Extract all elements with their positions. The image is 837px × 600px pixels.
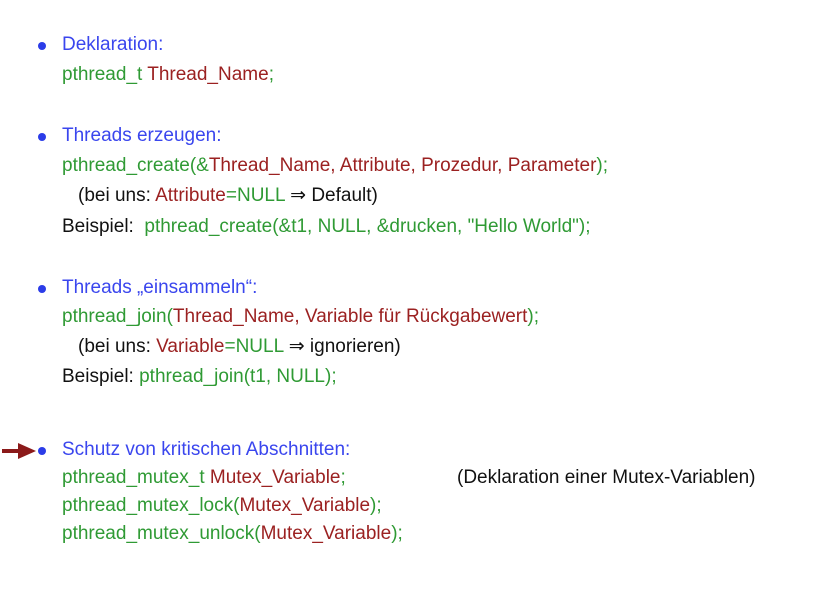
code: ;: [340, 467, 346, 488]
example-line: Beispiel: pthread_create(&t1, NULL, &dru…: [62, 216, 591, 238]
code: pthread_create(&t1, NULL, &drucken, "Hel…: [144, 216, 591, 237]
heading-mutex: Schutz von kritischen Abschnitten:: [62, 439, 351, 460]
code: );: [596, 155, 609, 176]
param: Mutex_Variable: [260, 523, 392, 544]
param: Thread_Name, Variable für Rückgabewert: [172, 306, 528, 327]
code: pthread_t: [62, 64, 148, 85]
code-line: pthread_mutex_unlock(Mutex_Variable);: [62, 523, 403, 545]
code: );: [527, 306, 540, 327]
param: Mutex_Variable: [209, 467, 341, 488]
code-line: pthread_create(&Thread_Name, Attribute, …: [62, 155, 608, 177]
code-line: pthread_t Thread_Name;: [62, 64, 274, 86]
example-line: Beispiel: pthread_join(t1, NULL);: [62, 366, 337, 388]
bullet-icon: [38, 42, 46, 50]
code-line: pthread_join(Thread_Name, Variable für R…: [62, 306, 539, 328]
note-line: (bei uns: Attribute=NULL ⇒ Default): [78, 185, 378, 207]
code: pthread_create(&: [62, 155, 209, 176]
param: Thread_Name: [147, 64, 269, 85]
param: Thread_Name, Attribute, Prozedur, Parame…: [208, 155, 597, 176]
heading-join: Threads „einsammeln“:: [62, 277, 258, 298]
code-line: pthread_mutex_lock(Mutex_Variable);: [62, 495, 382, 517]
code: pthread_join(: [62, 306, 173, 327]
bullet-icon: [38, 133, 46, 141]
text: ⇒ Default): [284, 185, 378, 206]
code: pthread_mutex_unlock(: [62, 523, 261, 544]
code: pthread_mutex_lock(: [62, 495, 240, 516]
code: pthread_mutex_t: [62, 467, 210, 488]
arrow-right-icon: [2, 443, 36, 459]
param: Variable: [156, 336, 225, 357]
code-line: pthread_mutex_t Mutex_Variable;: [62, 467, 346, 489]
heading-declaration: Deklaration:: [62, 34, 164, 55]
param: Attribute: [155, 185, 226, 206]
mutex-note: (Deklaration einer Mutex-Variablen): [457, 467, 756, 488]
heading-create: Threads erzeugen:: [62, 125, 222, 146]
code: pthread_join(t1, NULL);: [139, 366, 337, 387]
text: (bei uns:: [78, 185, 156, 206]
note-line: (bei uns: Variable=NULL ⇒ ignorieren): [78, 336, 401, 358]
code: ;: [268, 64, 274, 85]
text: (bei uns:: [78, 336, 157, 357]
example-label: Beispiel:: [62, 216, 134, 237]
param: Mutex_Variable: [239, 495, 371, 516]
text: ⇒ ignorieren): [283, 336, 401, 357]
code: );: [391, 523, 403, 544]
code: =NULL: [225, 185, 285, 206]
code: );: [370, 495, 382, 516]
example-label: Beispiel:: [62, 366, 134, 387]
bullet-icon: [38, 285, 46, 293]
bullet-icon: [38, 447, 46, 455]
code: =NULL: [224, 336, 284, 357]
